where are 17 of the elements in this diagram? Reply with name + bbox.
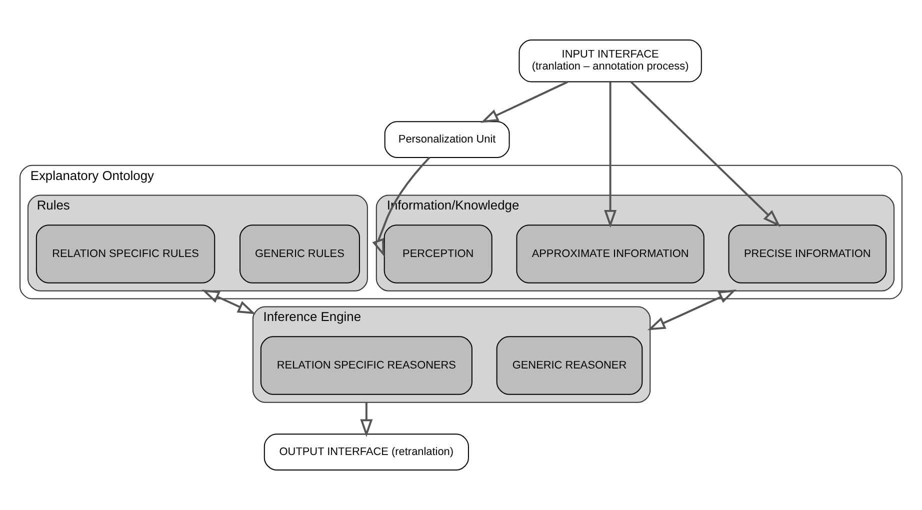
node-box: INPUT INTERFACE (tranlation – annotation process) [518,39,702,82]
node-box: GENERIC REASONER [496,336,643,395]
arrow [604,82,617,228]
arrow [202,290,256,314]
node-box: OUTPUT INTERFACE (retranlation) [264,434,469,471]
node-box: RELATION SPECIFIC RULES [36,224,216,284]
arrow [630,81,781,227]
arrow [480,80,568,123]
arrow [647,290,737,330]
node-box: PERCEPTION [384,224,492,284]
arrow [372,156,430,257]
node-box: APPROXIMATE INFORMATION [516,224,704,284]
arrow [360,402,373,438]
node-box: GENERIC RULES [240,224,360,284]
node-box: RELATION SPECIFIC REASONERS [260,336,472,395]
node-box: PRECISE INFORMATION [728,224,887,284]
node-box: Personalization Unit [384,121,510,158]
